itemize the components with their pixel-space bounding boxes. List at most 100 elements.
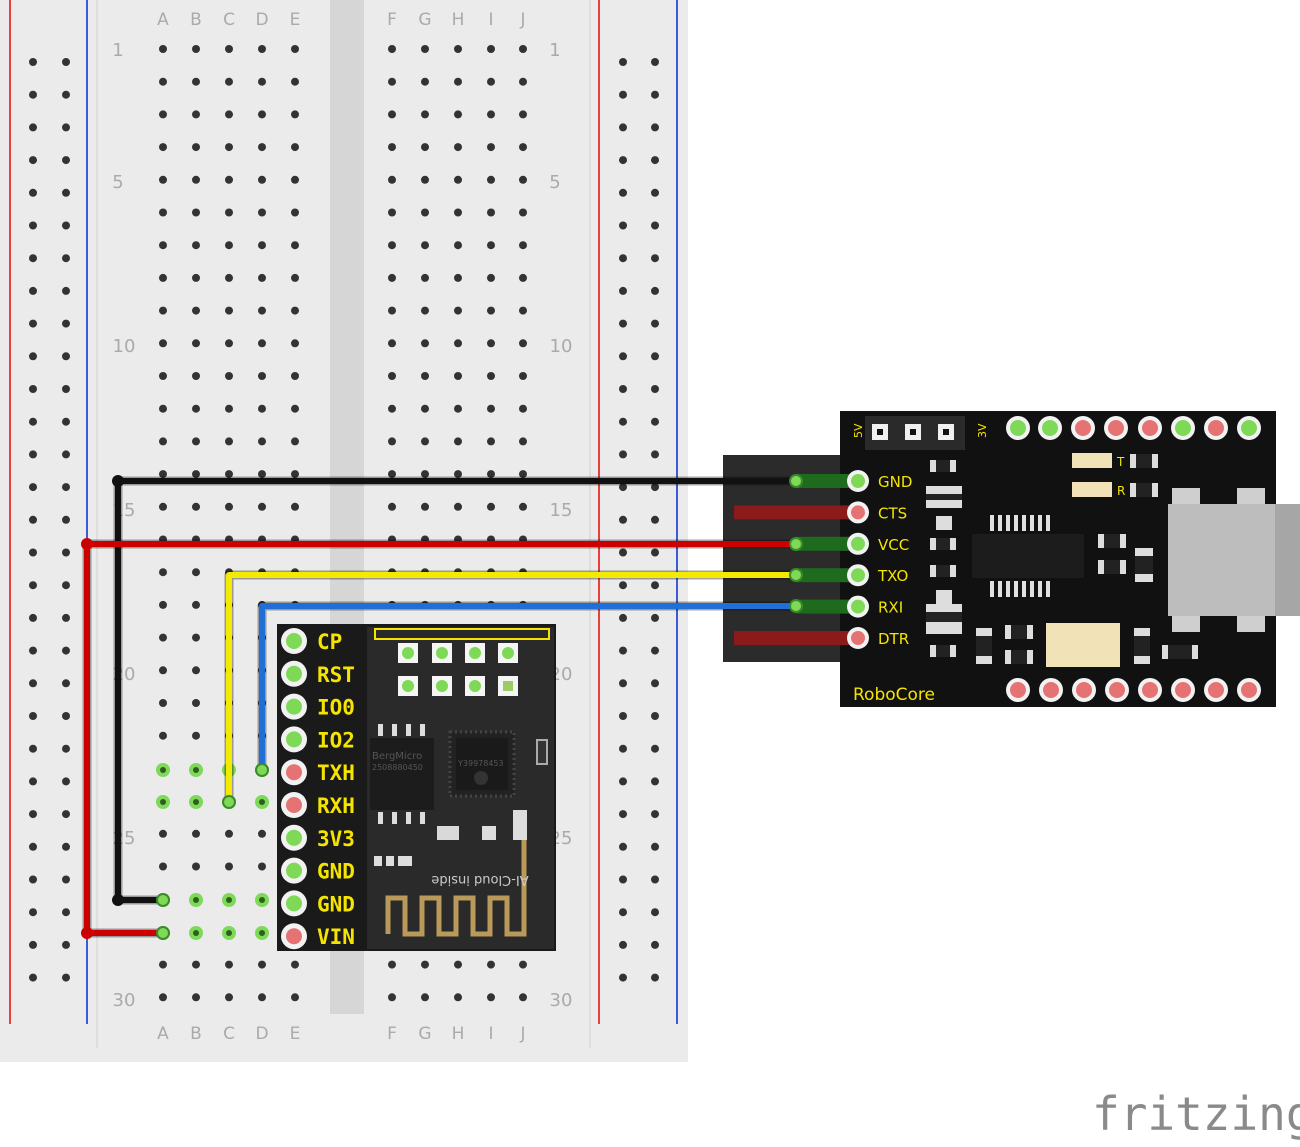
esp-pin-label-cp: CP — [317, 630, 342, 654]
breadboard-hole — [421, 470, 429, 479]
esp-pin-label-vin: VIN — [317, 925, 355, 949]
usb-adapter[interactable]: 5V 3V T R — [723, 411, 1300, 707]
breadboard-hole — [388, 993, 396, 1002]
usb-pin-label-gnd: GND — [878, 473, 912, 491]
txo-wire[interactable] — [226, 572, 796, 802]
rail-hole — [29, 581, 37, 590]
esp-pin-label-io0: IO0 — [317, 696, 355, 720]
rail-hole — [651, 58, 659, 66]
rail-hole — [619, 940, 627, 949]
rail-hole — [29, 450, 37, 459]
rail-hole — [619, 613, 627, 622]
usb-connector[interactable] — [1168, 488, 1300, 632]
bottom-header-pins — [1006, 678, 1261, 702]
breadboard-hole — [487, 143, 495, 152]
wire-end-connector — [156, 893, 170, 907]
gnd-wire[interactable] — [115, 478, 796, 903]
usb-pin-stub — [796, 568, 854, 583]
breadboard-hole — [225, 77, 233, 86]
rail-hole — [619, 156, 627, 165]
breadboard-hole — [225, 143, 233, 152]
rail-hole — [651, 613, 659, 622]
fritzing-watermark: fritzing — [1092, 1087, 1300, 1141]
breadboard-hole — [159, 600, 167, 609]
rail-hole — [651, 515, 659, 524]
vcc-wire[interactable] — [84, 541, 796, 936]
row-number-10-right: 10 — [550, 336, 573, 357]
breadboard-hole — [519, 110, 527, 119]
rail-hole — [62, 810, 70, 819]
breadboard-hole — [192, 175, 200, 184]
rail-hole — [29, 940, 37, 949]
col-letter-C-top: C — [223, 10, 235, 30]
breadboard-hole — [159, 339, 167, 348]
rxi-wire[interactable] — [259, 603, 796, 770]
esp-module[interactable]: BergMicro 2508880450 Y39978453 AI-Cloud … — [277, 624, 556, 951]
breadboard-hole — [159, 470, 167, 479]
breadboard-hole — [159, 372, 167, 380]
rail-hole — [619, 254, 627, 263]
rail-hole — [619, 58, 627, 66]
rail-hole — [62, 973, 70, 982]
rail-hole — [651, 679, 659, 688]
rail-hole — [29, 352, 37, 361]
breadboard-hole — [519, 960, 527, 969]
breadboard-hole — [454, 110, 462, 119]
rail-hole — [619, 875, 627, 884]
col-letter-H-top: H — [452, 10, 465, 30]
col-letter-A-bottom: A — [157, 1024, 169, 1044]
rail-hole — [29, 58, 37, 66]
esp-pin-core — [286, 764, 302, 781]
breadboard-hole — [159, 273, 167, 282]
esp-pin-core — [286, 665, 302, 682]
breadboard-hole — [454, 273, 462, 282]
breadboard-hole — [258, 306, 266, 315]
rail-hole — [651, 581, 659, 590]
breadboard-hole — [519, 502, 527, 511]
rail-hole — [619, 515, 627, 524]
shield-text-2: 2508880450 — [372, 763, 423, 772]
breadboard-hole — [487, 404, 495, 413]
usb-pin-label-vcc: VCC — [878, 536, 909, 554]
breadboard-hole — [291, 241, 299, 250]
breadboard-hole — [225, 110, 233, 119]
rail-hole — [29, 385, 37, 393]
breadboard-hole — [519, 208, 527, 217]
breadboard-hole — [258, 339, 266, 348]
breadboard-hole — [487, 110, 495, 119]
breadboard-hole — [519, 372, 527, 380]
breadboard-hole — [258, 77, 266, 86]
breadboard-hole — [159, 731, 167, 740]
usb-pin-label-txo: TXO — [877, 567, 908, 585]
rail-hole — [62, 352, 70, 361]
breadboard-hole — [225, 829, 233, 838]
row-number-10-left: 10 — [113, 336, 136, 357]
rail-hole — [619, 973, 627, 982]
rail-hole — [651, 777, 659, 786]
breadboard-hole — [159, 143, 167, 152]
rail-hole — [62, 319, 70, 328]
brand-label: RoboCore — [853, 685, 935, 705]
breadboard-hole — [192, 273, 200, 282]
breadboard-hole — [291, 372, 299, 380]
rail-hole — [29, 254, 37, 263]
rail-hole — [29, 483, 37, 492]
breadboard-hole — [192, 372, 200, 380]
breadboard-hole — [159, 241, 167, 250]
esp-pin-core — [286, 928, 302, 945]
breadboard-hole — [225, 175, 233, 184]
breadboard-hole — [192, 241, 200, 250]
breadboard-hole — [454, 437, 462, 446]
breadboard-hole — [159, 993, 167, 1002]
col-letter-I-top: I — [488, 10, 493, 30]
esp-pin-core — [286, 731, 302, 748]
rail-hole — [619, 221, 627, 230]
col-letter-E-top: E — [290, 10, 301, 30]
breadboard-hole — [159, 110, 167, 119]
breadboard-hole — [258, 143, 266, 152]
breadboard-hole — [487, 77, 495, 86]
rail-hole — [651, 352, 659, 361]
breadboard-hole — [421, 372, 429, 380]
rail-hole — [62, 646, 70, 655]
